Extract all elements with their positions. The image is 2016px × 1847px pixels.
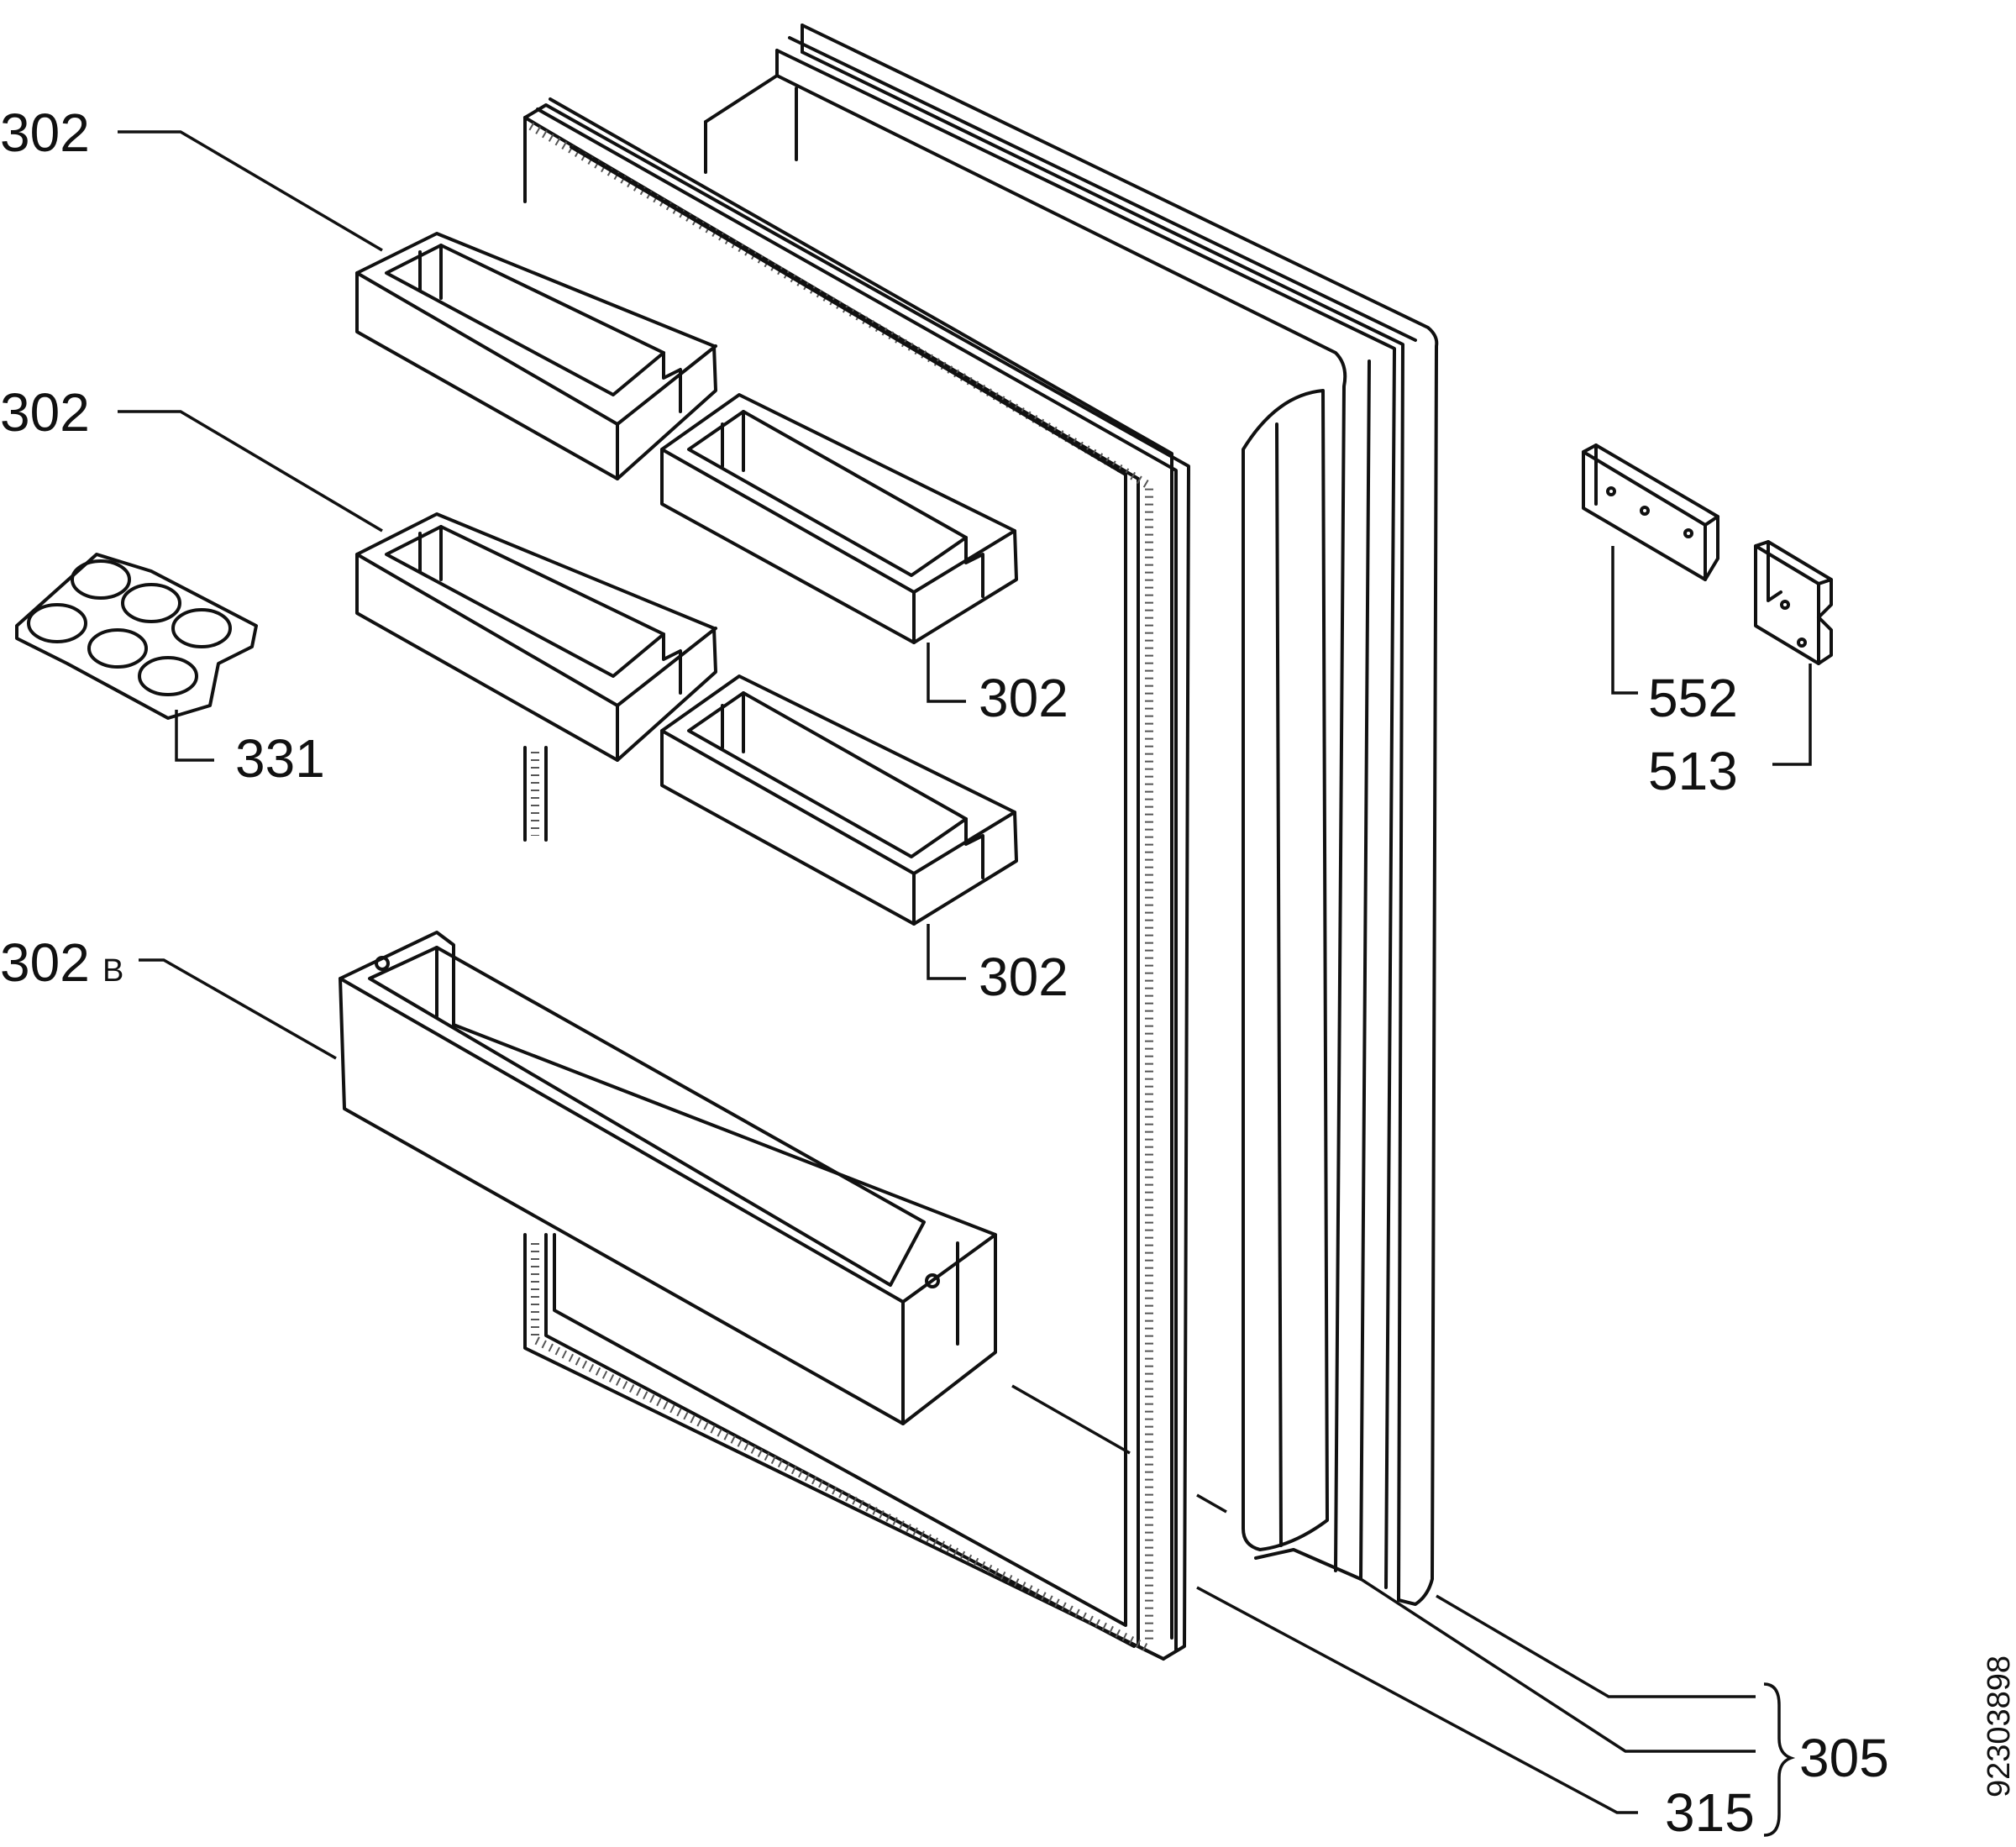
label-bin-mid-left: 302 bbox=[0, 382, 90, 443]
label-bottle-shelf-suffix: B bbox=[102, 953, 123, 989]
egg-tray bbox=[15, 553, 258, 720]
leader-lines bbox=[118, 130, 1812, 1837]
door-inner-liner bbox=[704, 74, 1362, 1581]
label-bottle-shelf: 302 bbox=[0, 932, 90, 993]
door-gasket bbox=[523, 97, 1190, 1661]
door-bin-top-right bbox=[660, 393, 1018, 644]
drawing-number: 92303898 bbox=[1982, 1655, 2016, 1797]
hinge-bracket bbox=[1754, 540, 1833, 665]
door-bin-mid-left bbox=[355, 512, 717, 762]
label-hinge-bracket: 513 bbox=[1648, 741, 1738, 801]
label-door-gasket: 315 bbox=[1665, 1782, 1755, 1843]
label-bin-top-left: 302 bbox=[0, 102, 90, 163]
door-bin-top-left bbox=[355, 232, 717, 480]
bottle-shelf bbox=[339, 931, 997, 1425]
label-hinge-plate: 552 bbox=[1648, 668, 1738, 728]
door-outer-panel bbox=[775, 24, 1439, 1606]
hinge-plate bbox=[1582, 443, 1719, 581]
label-bin-mid-right: 302 bbox=[979, 947, 1068, 1007]
door-bin-mid-right bbox=[660, 674, 1018, 926]
label-egg-tray: 331 bbox=[235, 728, 325, 789]
label-bin-top-right: 302 bbox=[979, 668, 1068, 728]
label-door-assembly: 305 bbox=[1799, 1728, 1889, 1788]
